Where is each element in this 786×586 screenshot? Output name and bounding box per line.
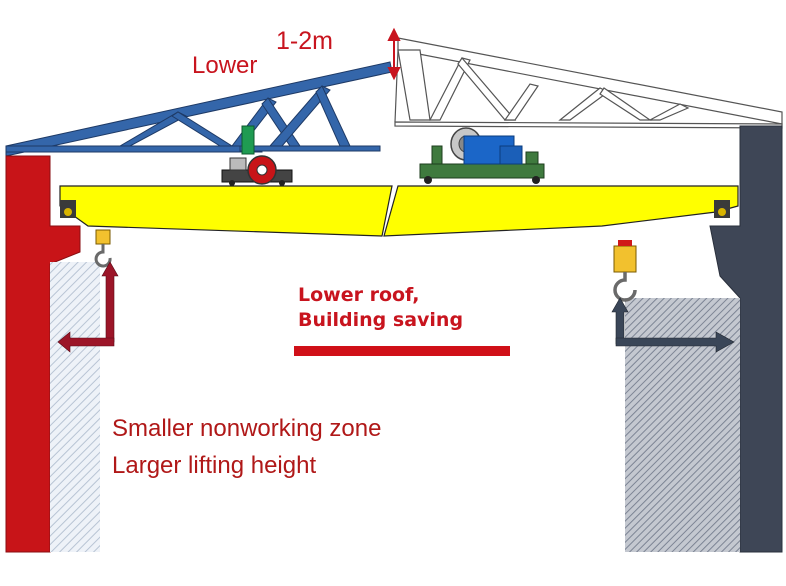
- benefit-text: Smaller nonworking zone Larger lifting h…: [112, 410, 381, 484]
- right-girder: [383, 185, 739, 237]
- hook-icon: [613, 240, 637, 302]
- height-range-label: 1-2m: [276, 27, 333, 55]
- left-column: [5, 155, 100, 553]
- right-lift-arrows: [611, 297, 735, 353]
- hook-icon: [94, 229, 112, 268]
- left-roof-truss: [5, 61, 393, 157]
- left-lift-arrows: [57, 261, 119, 353]
- roof-line-1: Lower roof,: [298, 284, 420, 306]
- zone-line-2: Larger lifting height: [112, 452, 317, 479]
- right-roof-truss: [394, 37, 783, 129]
- hoist-trolley-icon: [419, 127, 545, 184]
- trolley-icon: [221, 125, 293, 186]
- left-girder: [59, 185, 393, 237]
- highlight-bar: [294, 346, 510, 356]
- up-down-arrow-icon: [387, 27, 401, 81]
- roof-line-2: Building saving: [298, 309, 464, 331]
- zone-line-1: Smaller nonworking zone: [112, 415, 382, 442]
- lower-label: Lower: [192, 52, 258, 79]
- left-nonworking-zone: [50, 262, 100, 552]
- roof-saving-text: Lower roof, Building saving: [298, 283, 463, 333]
